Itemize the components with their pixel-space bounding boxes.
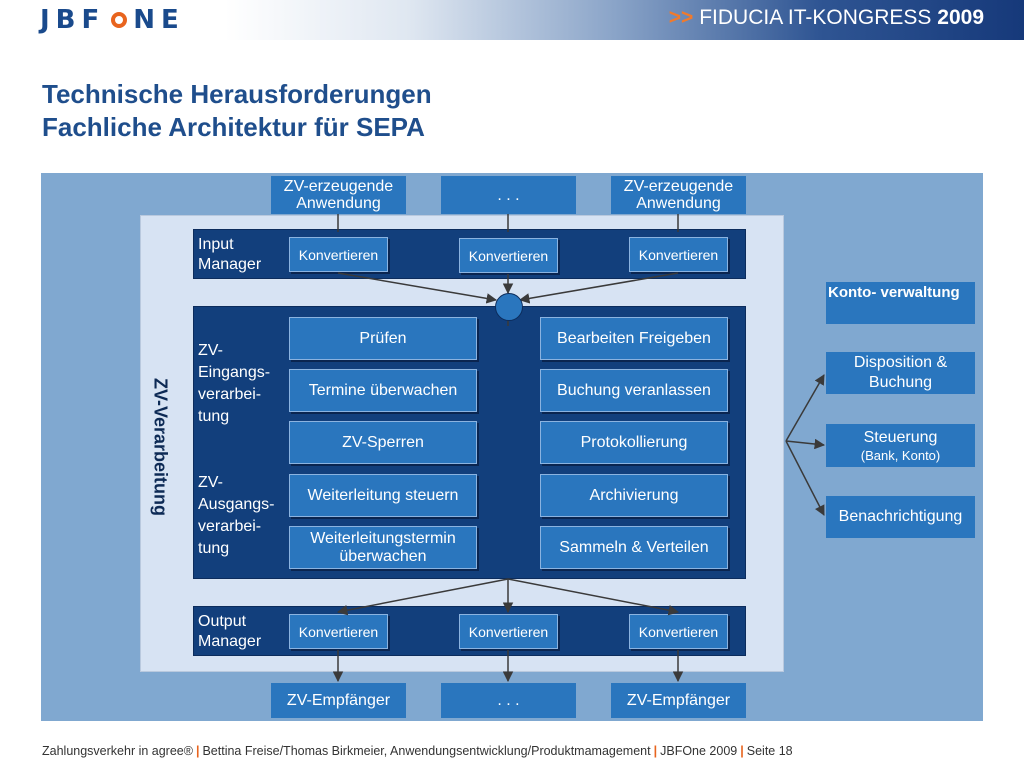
input-convert-button-3: Konvertieren: [629, 237, 728, 272]
ausgangs-verarbeitung-label: ZV- Ausgangs- verarbei- tung: [198, 474, 275, 557]
source-box-3: ZV-erzeugende Anwendung: [611, 176, 746, 214]
footer-part-4: Seite 18: [746, 744, 793, 758]
output-convert-button-3: Konvertieren: [629, 614, 728, 649]
input-convert-button-1: Konvertieren: [289, 237, 388, 272]
title-line-1: Technische Herausforderungen: [42, 79, 432, 109]
logo-ring-icon: [111, 12, 128, 28]
congress-name: FIDUCIA IT-KONGRESS: [699, 6, 932, 29]
connector-processing-to-output-3: [507, 578, 680, 616]
target-box-3: ZV-Empfänger: [611, 683, 746, 718]
input-manager-label: Input Manager: [198, 236, 262, 273]
source-box-2: . . .: [441, 176, 576, 214]
disposition-buchung-box: Disposition & Buchung: [826, 352, 975, 394]
weiterleitung-steuern-box: Weiterleitung steuern: [289, 474, 477, 517]
eingangs-verarbeitung-label: ZV- Eingangs- verarbei- tung: [198, 342, 271, 425]
buchung-veranlassen-box: Buchung veranlassen: [540, 369, 728, 412]
page-title: Technische Herausforderungen Fachliche A…: [42, 78, 432, 144]
output-manager-label: Output Manager: [198, 613, 262, 650]
footer-part-1: Zahlungsverkehr in agree®: [42, 744, 193, 758]
archivierung-box: Archivierung: [540, 474, 728, 517]
footer-separator-1: |: [195, 744, 200, 758]
connector-convert-3-to-node: [518, 272, 679, 304]
logo-text-left: JBF: [40, 5, 106, 35]
logo-text-right: NE: [133, 5, 185, 35]
input-convert-button-2: Konvertieren: [459, 238, 558, 273]
merge-node-circle: [495, 293, 523, 321]
connector-to-disposition: [785, 374, 825, 442]
title-line-2: Fachliche Architektur für SEPA: [42, 112, 425, 142]
footer-separator-2: |: [653, 744, 658, 758]
steuerung-sub-label: (Bank, Konto): [860, 447, 941, 463]
footer: Zahlungsverkehr in agree®|Bettina Freise…: [42, 744, 793, 758]
source-box-1: ZV-erzeugende Anwendung: [271, 176, 406, 214]
target-box-2: . . .: [441, 683, 576, 718]
footer-separator-3: |: [740, 744, 744, 758]
connector-convert-1-to-node: [337, 272, 498, 304]
termine-ueberwachen-box: Termine überwachen: [289, 369, 477, 412]
footer-part-2: Bettina Freise/Thomas Birkmeier, Anwendu…: [202, 744, 651, 758]
congress-year: 2009: [937, 6, 984, 29]
zv-sperren-box: ZV-Sperren: [289, 421, 477, 464]
sammeln-verteilen-box: Sammeln & Verteilen: [540, 526, 728, 569]
connector-to-steuerung: [785, 438, 826, 450]
protokollierung-box: Protokollierung: [540, 421, 728, 464]
connector-processing-to-output-1: [336, 578, 509, 616]
kontoverwaltung-title: Konto- verwaltung: [826, 282, 975, 324]
connector-to-benachrichtigung: [785, 440, 825, 516]
congress-title: >>FIDUCIA IT-KONGRESS 2009: [669, 6, 984, 30]
benachrichtigung-box: Benachrichtigung: [826, 496, 975, 538]
pruefen-box: Prüfen: [289, 317, 477, 360]
steuerung-box: Steuerung (Bank, Konto): [826, 424, 975, 467]
output-convert-button-2: Konvertieren: [459, 614, 558, 649]
target-box-1: ZV-Empfänger: [271, 683, 406, 718]
jbfone-logo: JBF NE: [40, 4, 185, 36]
congress-arrows: >>: [668, 6, 694, 29]
bearbeiten-freigeben-box: Bearbeiten Freigeben: [540, 317, 728, 360]
disposition-buchung-label: Disposition & Buchung: [853, 354, 948, 391]
benachrichtigung-label: Benachrichtigung: [838, 508, 963, 525]
footer-part-3: JBFOne 2009: [660, 744, 738, 758]
weiterleitungstermin-box: Weiterleitungstermin überwachen: [289, 526, 477, 569]
output-convert-button-1: Konvertieren: [289, 614, 388, 649]
steuerung-label: Steuerung: [863, 428, 938, 446]
header-band: [0, 0, 1024, 40]
